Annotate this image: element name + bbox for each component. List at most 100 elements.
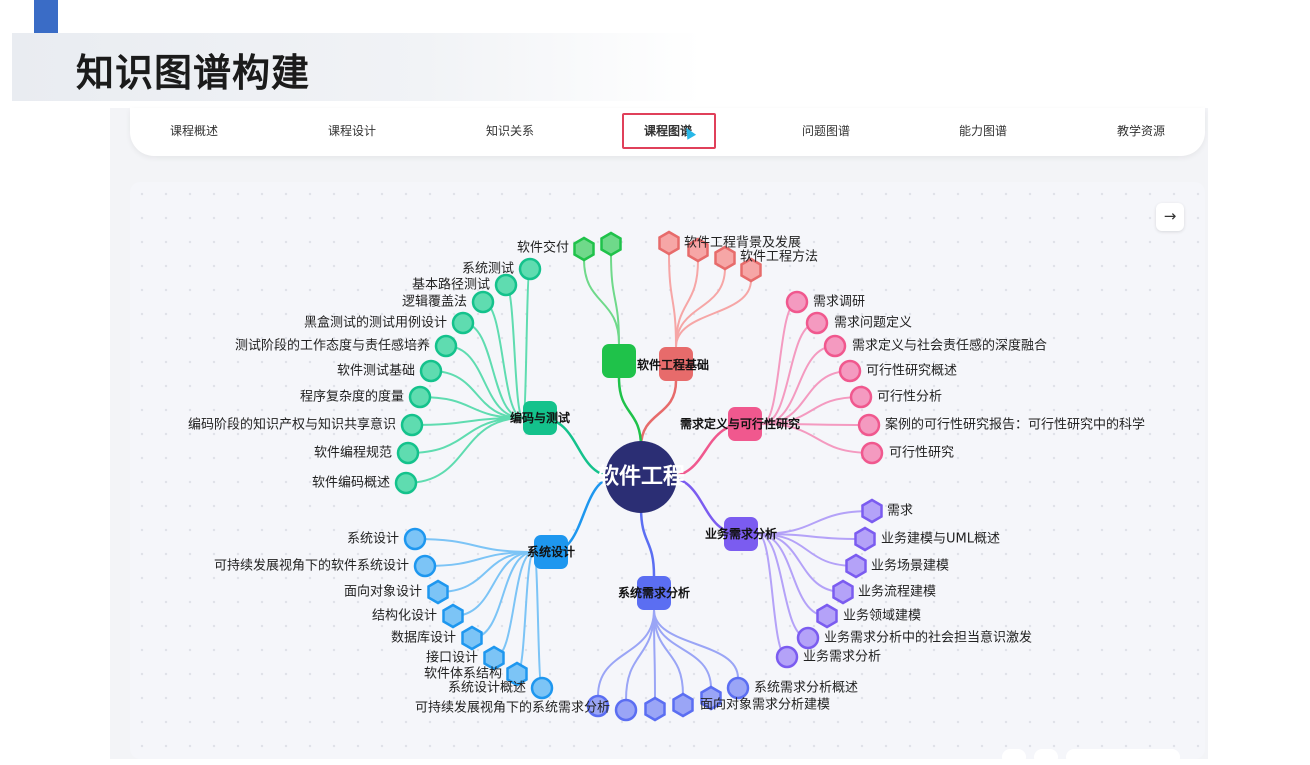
tab-course-graph[interactable]: 课程图谱 xyxy=(643,124,692,138)
leaf-node-label: 黑盒测试的测试用例设计 xyxy=(304,315,447,331)
leaf-node[interactable] xyxy=(785,290,809,314)
branch-node[interactable] xyxy=(534,535,568,569)
title-band xyxy=(12,33,702,101)
leaf-node-label: 可持续发展视角下的软件系统设计 xyxy=(214,558,409,574)
leaf-node[interactable] xyxy=(442,603,464,629)
zoom-out-button[interactable] xyxy=(1002,749,1026,765)
leaf-node[interactable] xyxy=(461,625,483,651)
leaf-node-label: 软件工程背景及发展 xyxy=(684,235,801,251)
leaf-node[interactable] xyxy=(408,385,432,409)
leaf-node[interactable] xyxy=(857,413,881,437)
leaf-node[interactable] xyxy=(396,441,420,465)
leaf-node[interactable] xyxy=(714,245,736,271)
leaf-node-label: 软件交付 xyxy=(517,240,569,256)
leaf-node[interactable] xyxy=(600,231,622,257)
leaf-node[interactable] xyxy=(740,257,762,283)
leaf-node[interactable] xyxy=(494,273,518,297)
leaf-node-label: 需求问题定义 xyxy=(834,316,912,331)
leaf-connector xyxy=(757,510,873,535)
leaf-node[interactable] xyxy=(394,471,418,495)
leaf-node-label: 系统设计概述 xyxy=(448,681,526,696)
leaf-node[interactable] xyxy=(854,526,876,552)
branch-node-label: 需求定义与可行性研究 xyxy=(680,416,800,431)
leaf-node[interactable] xyxy=(726,676,750,700)
leaf-connector xyxy=(675,259,699,348)
tab-knowledge-relations[interactable]: 知识关系 xyxy=(485,124,534,138)
leaf-node-label: 业务需求分析中的社会担当意识激发 xyxy=(824,630,1032,646)
leaf-node-label: 需求定义与社会责任感的深度融合 xyxy=(852,338,1047,354)
leaf-node[interactable] xyxy=(586,694,610,718)
page-title: 知识图谱构建 xyxy=(76,51,311,95)
leaf-node-label: 基本路径测试 xyxy=(412,277,490,293)
leaf-node[interactable] xyxy=(860,441,884,465)
leaf-node[interactable] xyxy=(687,237,709,263)
leaf-node[interactable] xyxy=(483,645,505,671)
leaf-node[interactable] xyxy=(796,626,820,650)
leaf-node[interactable] xyxy=(775,645,799,669)
branch-node[interactable] xyxy=(602,344,636,378)
leaf-node[interactable] xyxy=(518,257,542,281)
leaf-node[interactable] xyxy=(451,311,475,335)
tab-course-design[interactable]: 课程设计 xyxy=(327,124,376,138)
leaf-node[interactable] xyxy=(644,696,666,722)
leaf-node-label: 软件编程规范 xyxy=(314,446,392,461)
leaf-node[interactable] xyxy=(672,692,694,718)
tab-teaching-resources[interactable]: 教学资源 xyxy=(1116,124,1165,138)
leaf-node[interactable] xyxy=(400,413,424,437)
root-node[interactable] xyxy=(605,441,677,513)
leaf-node-label: 可行性研究 xyxy=(889,446,954,461)
leaf-node-label: 程序复杂度的度量 xyxy=(300,389,404,405)
leaf-node[interactable] xyxy=(849,385,873,409)
branch-node[interactable] xyxy=(659,347,693,381)
leaf-connector xyxy=(452,551,535,617)
leaf-node[interactable] xyxy=(614,698,638,722)
leaf-connector xyxy=(675,279,752,348)
leaf-node[interactable] xyxy=(816,603,838,629)
leaf-node[interactable] xyxy=(471,290,495,314)
tab-ability-graph[interactable]: 能力图谱 xyxy=(958,124,1007,138)
branch-node[interactable] xyxy=(637,576,671,610)
leaf-connector xyxy=(424,551,535,567)
leaf-node[interactable] xyxy=(419,359,443,383)
leaf-node[interactable] xyxy=(861,498,883,524)
zoom-in-button[interactable] xyxy=(1034,749,1058,765)
branch-node-label: 系统需求分析 xyxy=(618,585,690,600)
leaf-node[interactable] xyxy=(413,554,437,578)
leaf-node[interactable] xyxy=(573,236,595,262)
leaf-node[interactable] xyxy=(823,334,847,358)
leaf-node[interactable] xyxy=(838,359,862,383)
leaf-node-label: 需求调研 xyxy=(813,295,865,310)
leaf-node[interactable] xyxy=(434,334,458,358)
leaf-node[interactable] xyxy=(700,685,722,711)
tab-course-overview[interactable]: 课程概述 xyxy=(169,124,218,138)
branch-node-label: 编码与测试 xyxy=(509,410,570,425)
leaf-node[interactable] xyxy=(805,311,829,335)
expand-button[interactable]: → xyxy=(1156,203,1184,231)
zoom-controls[interactable] xyxy=(1066,749,1180,765)
leaf-node-label: 逻辑覆盖法 xyxy=(402,295,467,310)
leaf-node-label: 测试阶段的工作态度与责任感培养 xyxy=(235,338,430,354)
branch-connector xyxy=(617,376,643,449)
branch-node[interactable] xyxy=(728,407,762,441)
leaf-connector xyxy=(430,370,524,419)
leaf-node[interactable] xyxy=(845,553,867,579)
leaf-node-label: 业务场景建模 xyxy=(871,558,949,574)
leaf-connector xyxy=(761,322,818,425)
leaf-node[interactable] xyxy=(403,527,427,551)
leaf-node[interactable] xyxy=(530,676,554,700)
leaf-node[interactable] xyxy=(832,579,854,605)
leaf-node-label: 软件工程方法 xyxy=(740,249,818,265)
tab-problem-graph[interactable]: 问题图谱 xyxy=(801,124,850,138)
leaf-connector xyxy=(757,533,828,617)
leaf-connector xyxy=(761,370,851,425)
leaf-node-label: 系统设计 xyxy=(347,532,399,547)
leaf-connector xyxy=(653,609,712,689)
branch-node[interactable] xyxy=(724,517,758,551)
leaf-node[interactable] xyxy=(427,579,449,605)
leaf-node[interactable] xyxy=(506,661,528,687)
branch-node-label: 软件工程基础 xyxy=(637,357,709,372)
leaf-node-label: 接口设计 xyxy=(426,650,478,666)
branch-node[interactable] xyxy=(523,401,557,435)
leaf-node[interactable] xyxy=(658,230,680,256)
